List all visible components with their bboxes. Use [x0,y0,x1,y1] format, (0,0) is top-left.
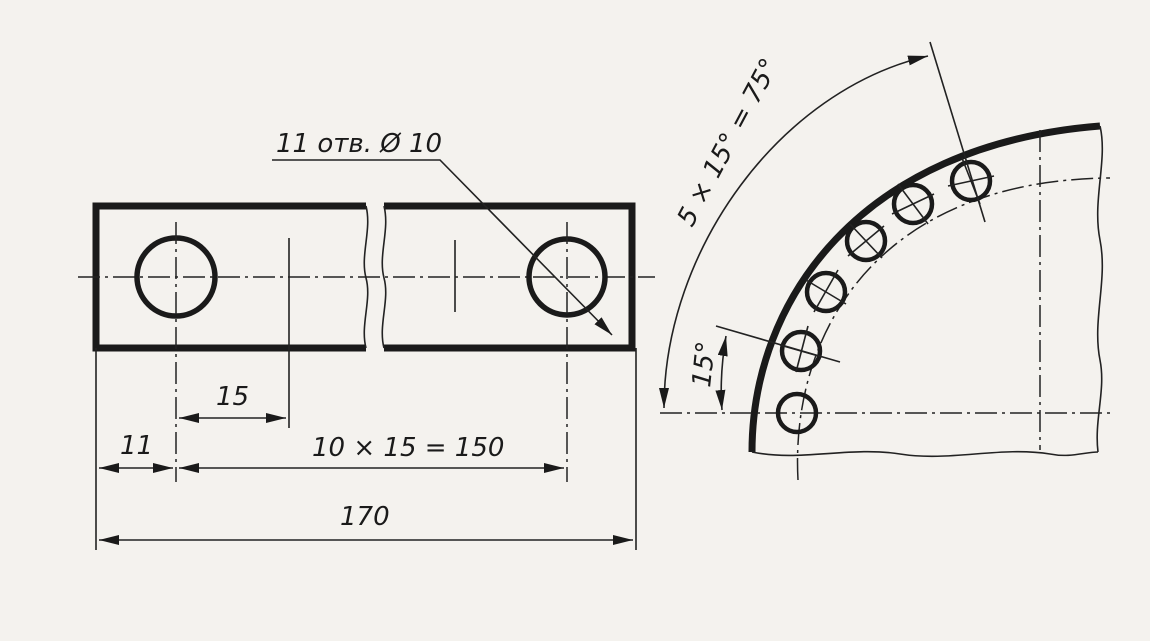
dim-text-pitch: 15 [216,382,249,412]
dim-text-edge: 11 [120,431,153,461]
dim-text-pitch-total: 10 × 15 = 150 [312,433,504,463]
dim-arc-75 [659,55,929,409]
break-line-right [381,205,387,349]
break-line-left [363,205,369,349]
break-line-vertical [1096,125,1104,453]
angular-hole-view: 5 × 15° = 75° 15° [659,41,1115,481]
linear-hole-view: 11 отв. Ø 10 15 11 10 × 15 = 150 170 [78,129,655,550]
dim-text-angle-step: 15° [687,340,722,389]
bolt-circle [796,177,1111,481]
holes-callout-label: 11 отв. Ø 10 [276,129,442,159]
callout-leader [272,159,613,336]
part-rim [748,122,1101,453]
break-line-bottom [751,450,1099,458]
dim-text-overall: 170 [340,502,390,532]
radial-line-75 [929,41,986,223]
angular-hole-6 [949,159,993,203]
dim-arc-15 [715,335,728,411]
dim-text-angle-total: 5 × 15° = 75° [672,54,786,232]
